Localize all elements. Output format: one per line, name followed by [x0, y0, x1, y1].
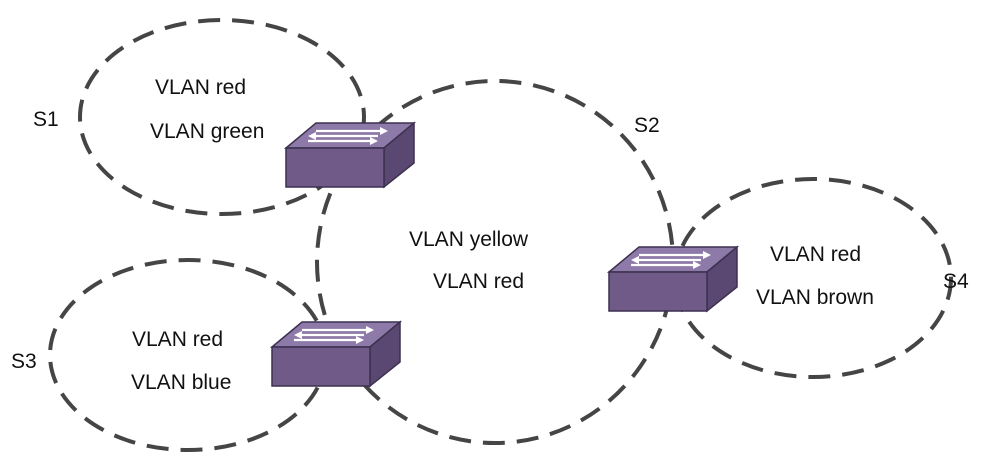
ring-s2-vlan-2: VLAN red: [433, 270, 524, 293]
ring-s1-boundary: [78, 18, 366, 216]
ring-s3-vlan-1: VLAN red: [132, 328, 223, 351]
ring-s4-label: S4: [943, 270, 969, 293]
ring-s1-label: S1: [33, 108, 59, 131]
network-switch-icon: [284, 121, 416, 189]
ring-s2-vlan-1: VLAN yellow: [409, 228, 529, 251]
network-switch-icon: [607, 245, 739, 313]
ring-s1-vlan-1: VLAN red: [155, 76, 246, 99]
ring-s3-vlan-2: VLAN blue: [131, 371, 231, 394]
network-switch-icon: [270, 320, 402, 388]
ring-s1-vlan-2: VLAN green: [150, 120, 264, 143]
ring-s2-label: S2: [634, 114, 660, 137]
ring-s4-vlan-2: VLAN brown: [756, 286, 874, 309]
ring-s4-vlan-1: VLAN red: [770, 243, 861, 266]
ring-s3-label: S3: [11, 350, 37, 373]
